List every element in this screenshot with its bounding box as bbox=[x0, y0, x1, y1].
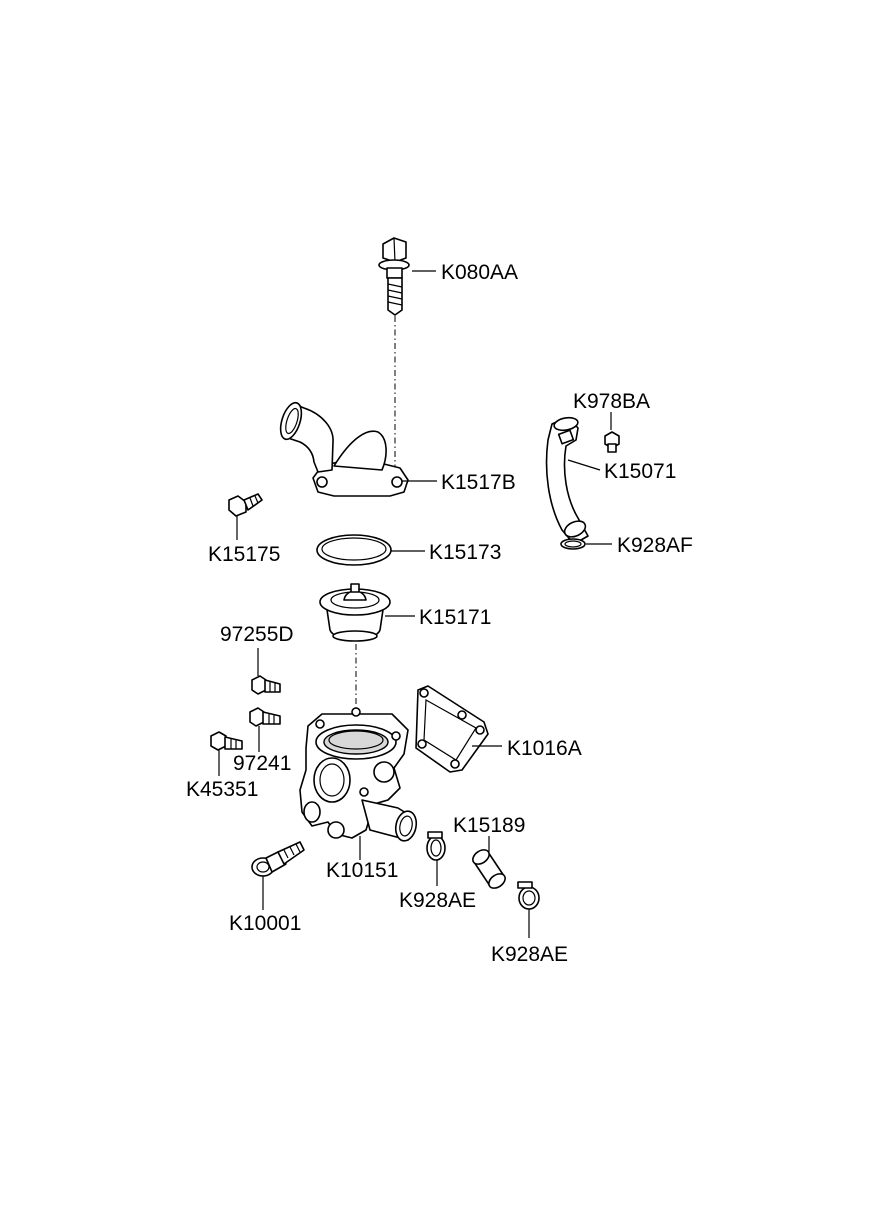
label-K15071[interactable]: K15071 bbox=[604, 460, 677, 483]
clamp-b-drawing[interactable] bbox=[517, 881, 540, 910]
label-K10001[interactable]: K10001 bbox=[229, 912, 302, 935]
outlet-fitting-drawing[interactable] bbox=[277, 400, 409, 497]
thermostat-housing-drawing[interactable] bbox=[299, 707, 419, 843]
thermostat-drawing[interactable] bbox=[319, 583, 391, 642]
label-K978BA[interactable]: K978BA bbox=[573, 390, 651, 413]
label-K15175[interactable]: K15175 bbox=[208, 543, 281, 566]
bolt-top-drawing[interactable] bbox=[378, 237, 410, 316]
label-K15189[interactable]: K15189 bbox=[453, 814, 526, 837]
hose-short-drawing[interactable] bbox=[470, 847, 508, 891]
label-K15171[interactable]: K15171 bbox=[419, 606, 492, 629]
label-K15173[interactable]: K15173 bbox=[429, 541, 502, 564]
bracket-bolt-drawing[interactable] bbox=[604, 431, 620, 453]
gasket-plate-drawing[interactable] bbox=[415, 685, 489, 773]
label-K928AF[interactable]: K928AF bbox=[617, 534, 693, 557]
plug-left-drawing[interactable] bbox=[210, 731, 243, 751]
label-K080AA[interactable]: K080AA bbox=[441, 261, 519, 284]
gasket-ring-drawing[interactable] bbox=[316, 534, 392, 566]
label-K45351[interactable]: K45351 bbox=[186, 778, 259, 801]
sensor-upper-drawing[interactable] bbox=[251, 675, 281, 695]
leader-K15071 bbox=[567, 459, 601, 471]
label-97241[interactable]: 97241 bbox=[233, 752, 292, 775]
hose-clamp-small-drawing[interactable] bbox=[560, 538, 586, 550]
stud-left-drawing[interactable] bbox=[228, 493, 263, 517]
label-K10151[interactable]: K10151 bbox=[326, 859, 399, 882]
clamp-a-drawing[interactable] bbox=[426, 831, 446, 861]
label-K928AE-2[interactable]: K928AE bbox=[491, 943, 569, 966]
sensor-lower-drawing[interactable] bbox=[249, 707, 281, 727]
label-K1016A[interactable]: K1016A bbox=[507, 737, 582, 760]
bypass-pipe-drawing[interactable] bbox=[545, 416, 589, 545]
label-K1517B[interactable]: K1517B bbox=[441, 471, 516, 494]
label-K928AE-1[interactable]: K928AE bbox=[399, 889, 477, 912]
label-97255D[interactable]: 97255D bbox=[220, 623, 294, 646]
housing-bolt-drawing[interactable] bbox=[251, 841, 305, 877]
